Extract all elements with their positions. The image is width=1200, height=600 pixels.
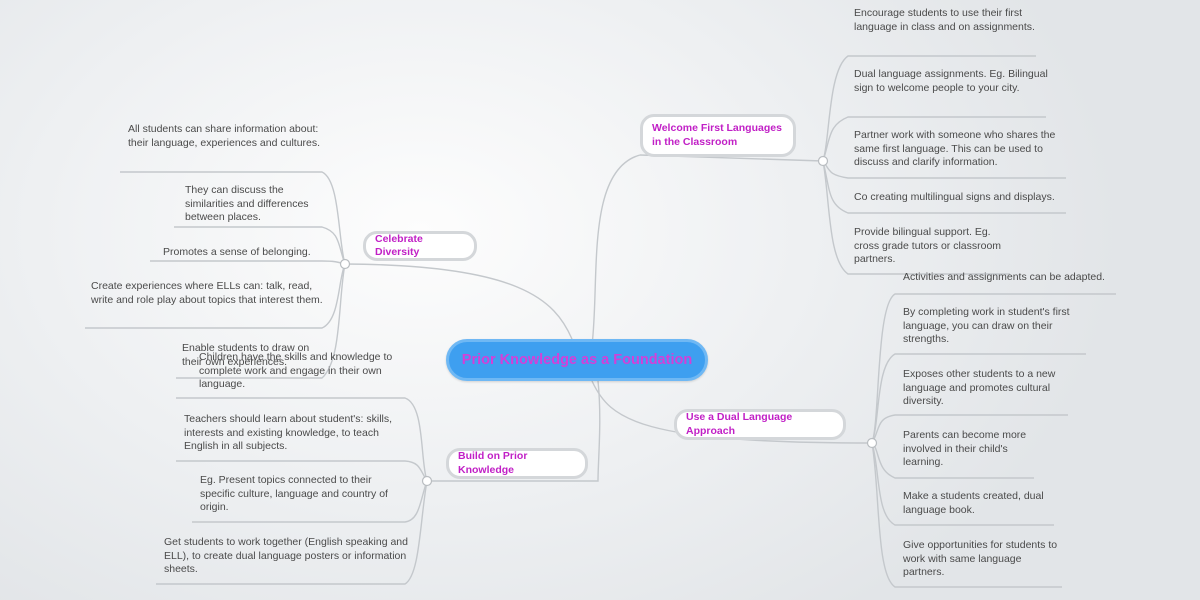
node-welcome — [817, 155, 829, 167]
topic-celebrate-diversity[interactable]: Celebrate Diversity — [363, 231, 477, 261]
welcome-item-4[interactable]: Co creating multilingual signs and displ… — [854, 191, 1055, 203]
diversity-item-4[interactable]: Create experiences where ELLs can: talk,… — [91, 280, 323, 306]
prior-item-4[interactable]: Get students to work together (English s… — [164, 536, 408, 575]
prior-item-1[interactable]: Children have the skills and knowledge t… — [199, 351, 393, 390]
dual-item-4[interactable]: Parents can become more involved in thei… — [903, 429, 1027, 468]
diversity-item-2[interactable]: They can discuss the similarities and di… — [185, 184, 309, 223]
branch-dual — [591, 380, 873, 444]
dual-item-3[interactable]: Exposes other students to a new language… — [903, 368, 1056, 407]
node-prior — [421, 475, 433, 487]
topic-dual-language-approach[interactable]: Use a Dual Language Approach — [674, 409, 846, 440]
dual-item-5[interactable]: Make a students created, dual language b… — [903, 490, 1044, 516]
branch-diversity — [344, 263, 573, 340]
diversity-item-1[interactable]: All students can share information about… — [128, 123, 321, 149]
node-dual — [866, 437, 878, 449]
dual-item-2[interactable]: By completing work in student's first la… — [903, 306, 1070, 345]
branch-welcome — [591, 154, 641, 346]
dual-item-1[interactable]: Activities and assignments can be adapte… — [903, 271, 1105, 283]
welcome-item-5[interactable]: Provide bilingual support. Eg. cross gra… — [854, 226, 1002, 265]
welcome-item-3[interactable]: Partner work with someone who shares the… — [854, 129, 1056, 168]
central-topic[interactable]: Prior Knowledge as a Foundation — [446, 339, 708, 381]
topic-welcome-first-languages[interactable]: Welcome First Languages in the Classroom — [640, 114, 796, 157]
branch-prior — [427, 380, 601, 482]
prior-item-3[interactable]: Eg. Present topics connected to their sp… — [200, 474, 388, 513]
diversity-item-3[interactable]: Promotes a sense of belonging. — [163, 246, 311, 258]
topic-build-on-prior-knowledge[interactable]: Build on Prior Knowledge — [446, 448, 588, 479]
prior-item-2[interactable]: Teachers should learn about student's: s… — [184, 413, 393, 452]
welcome-item-2[interactable]: Dual language assignments. Eg. Bilingual… — [854, 68, 1048, 94]
node-diversity — [339, 258, 351, 270]
diversity-item-5[interactable]: Enable students to draw on their own exp… — [182, 342, 310, 368]
welcome-item-1[interactable]: Encourage students to use their first la… — [854, 7, 1035, 33]
dual-item-6[interactable]: Give opportunities for students to work … — [903, 539, 1058, 578]
